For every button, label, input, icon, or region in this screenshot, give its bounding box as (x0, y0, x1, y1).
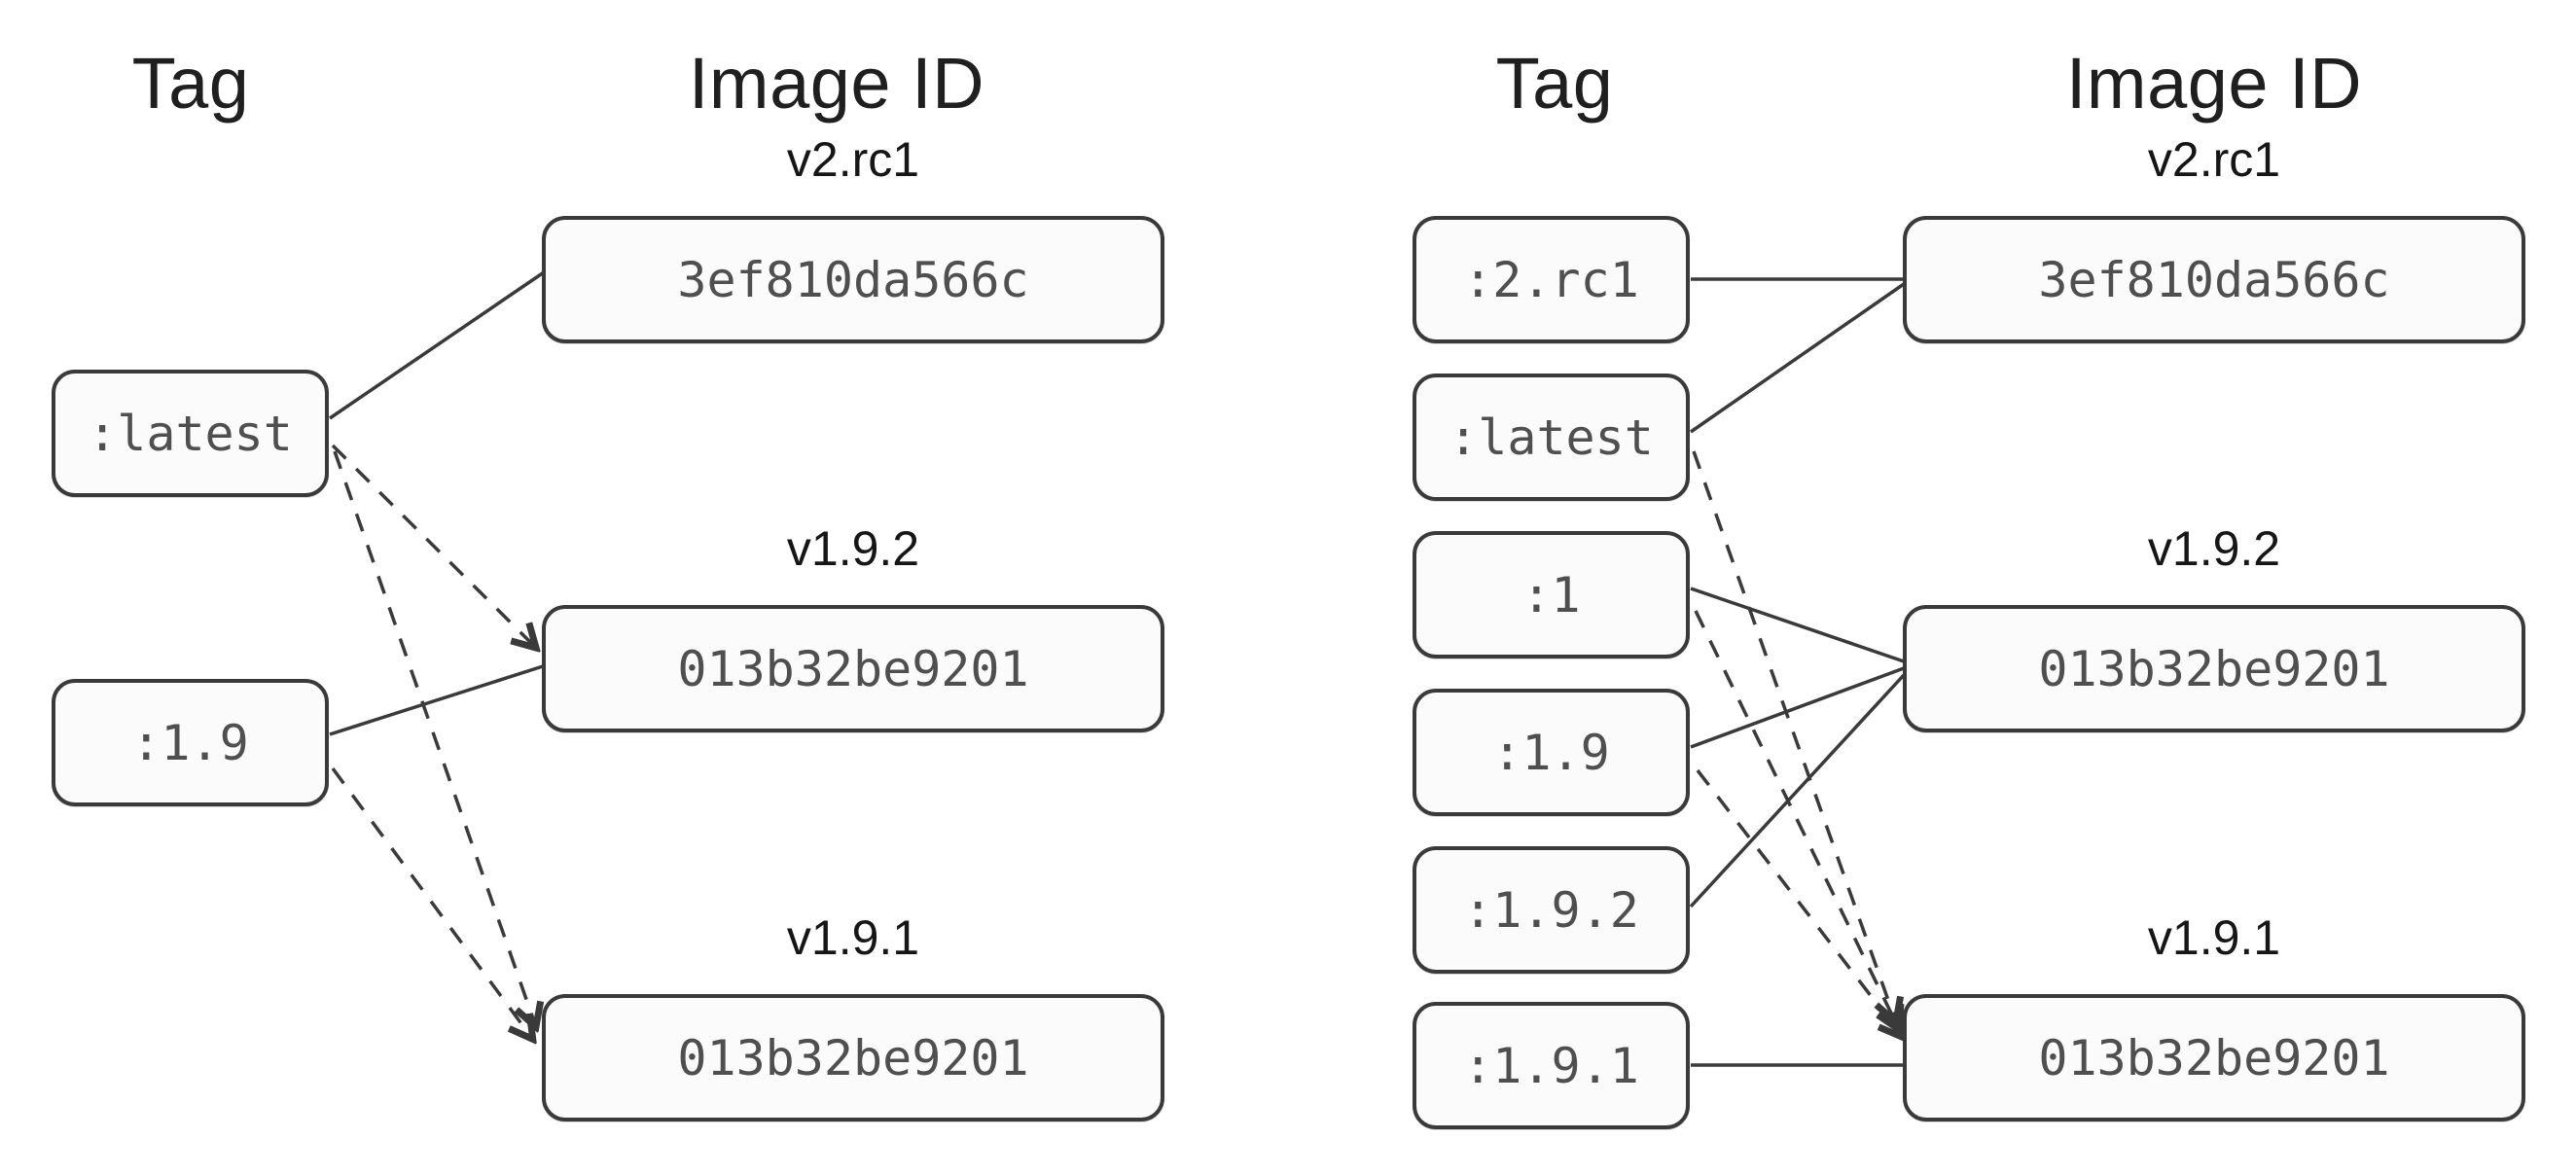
right-image-id-column-header: Image ID (2065, 43, 2363, 124)
right-tag-box-latest: :latest (1413, 374, 1690, 501)
right-version-label-v2rc1: v2.rc1 (2147, 132, 2281, 187)
right-tag-box-1: :1 (1413, 531, 1690, 659)
right-image-id-v192: 013b32be9201 (2038, 640, 2390, 697)
right-tag-label-1: :1 (1521, 566, 1581, 623)
right-tag-label-192: :1.9.2 (1463, 881, 1639, 939)
left-version-label-v2rc1: v2.rc1 (786, 132, 920, 187)
edge-right-1-to-v192 (1690, 587, 1905, 663)
right-tag-box-19: :1.9 (1413, 689, 1690, 816)
edge-right-latest-to-v191 (1692, 450, 1895, 1019)
right-tag-column-header: Tag (1495, 43, 1614, 124)
right-tag-box-192: :1.9.2 (1413, 846, 1690, 974)
right-tag-box-2rc1: :2.rc1 (1413, 216, 1690, 343)
left-version-label-v191: v1.9.1 (786, 910, 920, 965)
left-image-box-v2rc1: 3ef810da566c (542, 216, 1164, 343)
left-image-id-v192: 013b32be9201 (677, 640, 1029, 697)
right-image-id-v191: 013b32be9201 (2038, 1029, 2390, 1086)
left-image-id-column-header: Image ID (688, 43, 985, 124)
right-tag-box-191: :1.9.1 (1413, 1002, 1690, 1129)
right-tag-label-191: :1.9.1 (1463, 1037, 1639, 1094)
edge-left-19-to-v192 (329, 664, 544, 736)
edge-left-latest-to-v191 (333, 450, 535, 1024)
left-image-id-v191: 013b32be9201 (677, 1029, 1029, 1086)
edge-right-19-to-v191 (1696, 768, 1901, 1035)
edge-left-19-to-v191 (331, 766, 531, 1037)
right-image-box-v191: 013b32be9201 (1903, 994, 2525, 1122)
left-tag-label-latest: :latest (88, 405, 293, 462)
left-version-label-v192: v1.9.2 (786, 521, 920, 576)
edge-left-latest-to-v192 (331, 444, 534, 646)
edge-right-1-to-v191 (1694, 610, 1898, 1027)
right-version-label-v191: v1.9.1 (2147, 910, 2281, 965)
left-image-box-v191: 013b32be9201 (542, 994, 1164, 1122)
right-image-box-v192: 013b32be9201 (1903, 605, 2525, 732)
edge-left-latest-to-v2rc1 (329, 270, 545, 420)
left-tag-box-latest: :latest (52, 370, 329, 497)
right-tag-label-19: :1.9 (1492, 724, 1610, 781)
edge-right-latest-to-v2rc1 (1690, 282, 1905, 434)
left-tag-label-19: :1.9 (131, 714, 249, 771)
right-tag-label-2rc1: :2.rc1 (1463, 251, 1639, 308)
left-tag-box-19: :1.9 (52, 679, 329, 806)
left-image-box-v192: 013b32be9201 (542, 605, 1164, 732)
right-image-id-v2rc1: 3ef810da566c (2038, 251, 2390, 308)
right-version-label-v192: v1.9.2 (2147, 521, 2281, 576)
edge-right-19-to-v192 (1690, 666, 1905, 749)
right-image-box-v2rc1: 3ef810da566c (1903, 216, 2525, 343)
right-tag-label-latest: :latest (1449, 409, 1654, 466)
left-image-id-v2rc1: 3ef810da566c (677, 251, 1029, 308)
edge-right-192-to-v192 (1689, 673, 1906, 908)
left-tag-column-header: Tag (131, 43, 250, 124)
